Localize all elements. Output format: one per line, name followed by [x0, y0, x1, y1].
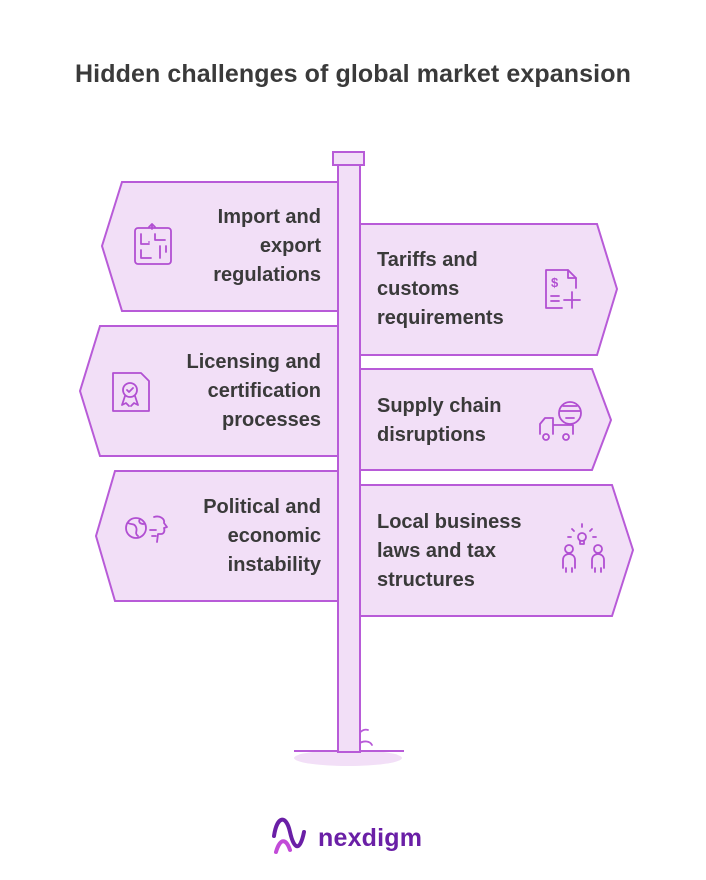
sign-import-export [100, 181, 339, 312]
svg-text:$: $ [551, 275, 559, 290]
invoice-plus-icon: $ [545, 269, 581, 309]
certificate-icon [112, 372, 150, 412]
sign-supply-chain [359, 368, 613, 471]
sign-tariffs [359, 223, 619, 356]
sign-label-import-export: Import and export regulations [213, 206, 321, 286]
sign-local-laws [359, 484, 635, 617]
sign-political [94, 470, 339, 602]
maze-icon [134, 223, 172, 265]
ground-ellipse [294, 750, 402, 766]
nexdigm-logo-mark [272, 817, 306, 854]
logo-wordmark: nexdigm [318, 823, 423, 852]
signpost-cap [332, 151, 365, 166]
sign-label-local-laws: Local business laws and tax structures [377, 511, 522, 591]
sign-label-tariffs: Tariffs and customs requirements [377, 249, 504, 329]
sign-licensing [78, 325, 339, 457]
sign-label-licensing: Licensing and certification processes [186, 351, 321, 431]
sign-label-political: Political and economic instability [203, 496, 321, 576]
people-idea-icon [562, 523, 605, 573]
delivery-truck-icon [539, 401, 582, 441]
nexdigm-logo: nexdigm [312, 818, 422, 858]
page-title: Hidden challenges of global market expan… [75, 60, 631, 88]
globe-profile-icon [125, 515, 168, 543]
signpost-pole [337, 163, 361, 753]
sign-label-supply-chain: Supply chain disruptions [377, 395, 502, 446]
